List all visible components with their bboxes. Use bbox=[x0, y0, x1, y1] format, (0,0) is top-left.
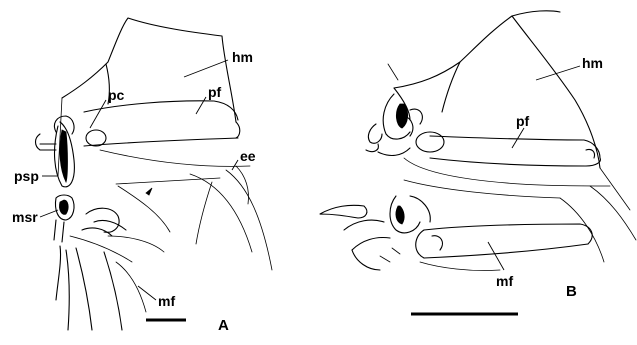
label-pf-a: pf bbox=[208, 84, 222, 100]
panel-label-b: B bbox=[566, 283, 577, 300]
label-mf-a: mf bbox=[158, 293, 175, 309]
label-ee: ee bbox=[240, 148, 256, 164]
label-mf-b: mf bbox=[496, 273, 513, 289]
panel-b-leaders bbox=[488, 66, 580, 270]
label-hm-a: hm bbox=[232, 49, 253, 65]
label-msr: msr bbox=[12, 209, 38, 225]
panel-label-a: A bbox=[218, 317, 229, 334]
label-pf-b: pf bbox=[516, 113, 530, 129]
label-pc: pc bbox=[108, 87, 125, 103]
label-hm-b: hm bbox=[582, 55, 603, 71]
label-psp: psp bbox=[14, 168, 39, 184]
